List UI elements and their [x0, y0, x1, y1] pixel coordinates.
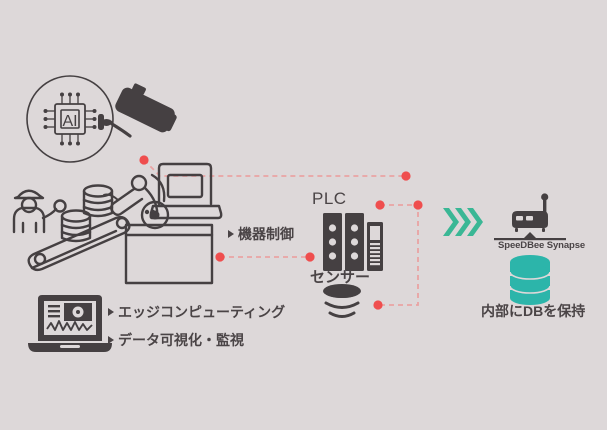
- ai-chip-circle-icon: [26, 75, 114, 163]
- laptop-monitoring-icon: [28, 295, 112, 352]
- router-gateway-icon: [494, 193, 566, 241]
- triangle-bullet-icon: [108, 308, 114, 316]
- edge-computing-label: エッジコンピューティング: [108, 305, 285, 319]
- edge-computing-text: エッジコンピューティング: [118, 304, 286, 320]
- plc-label: PLC: [312, 189, 347, 208]
- triangle-bullet-icon: [228, 230, 234, 238]
- internal-db-label: 内部にDBを保持: [481, 303, 586, 319]
- data-visualization-label: データ可視化・監視: [108, 333, 244, 347]
- triangle-bullet-icon: [108, 336, 114, 344]
- dot-camera: [139, 155, 149, 165]
- factory-worker-conveyor-robot-arm-icon: [12, 162, 223, 285]
- dot-plc-top: [375, 200, 385, 210]
- dot-bus-corner: [413, 200, 423, 210]
- dot-sensor: [373, 300, 383, 310]
- sensor-waves-icon: [323, 284, 361, 318]
- triple-chevron-right-icon: [443, 208, 483, 236]
- dot-plc-left: [305, 252, 315, 262]
- ai-chip-text: AI: [62, 113, 77, 130]
- device-control-label: 機器制御: [228, 227, 294, 241]
- security-camera-icon: [98, 83, 177, 138]
- camera-to-plc-path: [143, 159, 406, 177]
- connection-endpoint-dots: [139, 155, 423, 310]
- data-visualization-text: データ可視化・監視: [118, 332, 244, 348]
- database-cylinder-icon: [509, 255, 551, 305]
- sensor-label: センサー: [310, 269, 371, 286]
- dot-factory: [215, 252, 225, 262]
- device-control-text: 機器制御: [238, 226, 294, 242]
- plc-modules-icon: [323, 213, 383, 271]
- plc-right-bus-path: [378, 204, 419, 306]
- dot-plc-topline: [401, 171, 411, 181]
- synapse-product-label: SpeeDBee Synapse: [498, 240, 586, 251]
